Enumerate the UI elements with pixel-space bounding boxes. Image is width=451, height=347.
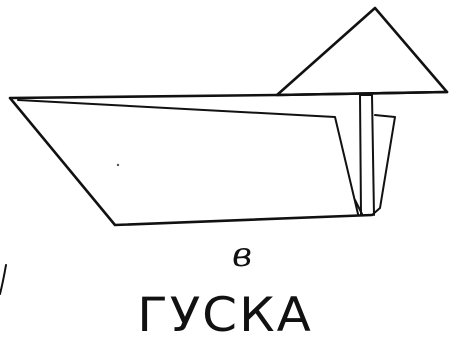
goose-tail-flap <box>360 95 395 215</box>
figure-caption: ГУСКА <box>110 291 340 339</box>
stray-mark-left <box>0 265 6 294</box>
goose-body-fold-line <box>18 100 358 214</box>
step-letter: в <box>222 238 262 272</box>
stray-dot <box>117 164 119 166</box>
goose-head-triangle <box>277 8 447 95</box>
